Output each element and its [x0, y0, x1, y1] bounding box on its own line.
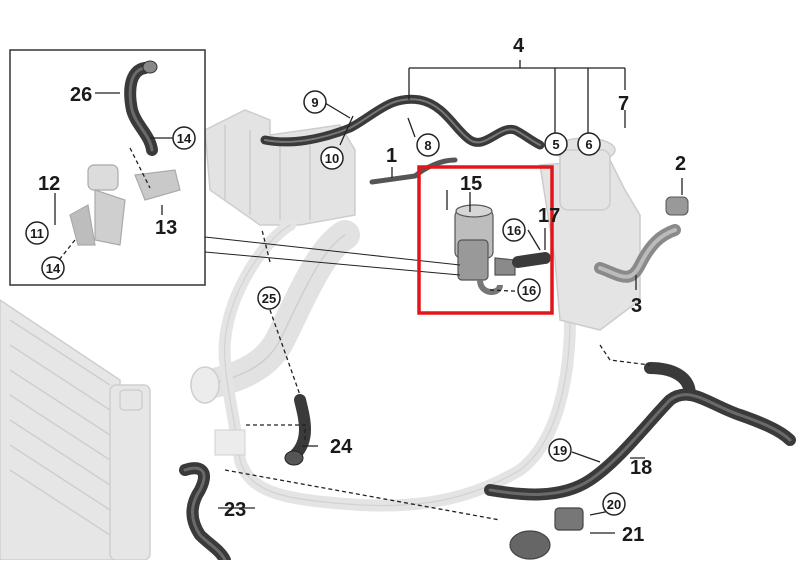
svg-text:14: 14 [46, 261, 61, 276]
callout-17: 17 [538, 205, 560, 227]
svg-text:6: 6 [585, 137, 592, 152]
callout-circle-25: 25 [257, 286, 281, 310]
hose-18 [484, 362, 796, 501]
charge-pipe-ghost [190, 220, 360, 404]
callout-circle-14-bottom: 14 [41, 256, 65, 280]
svg-text:19: 19 [553, 443, 567, 458]
svg-text:20: 20 [607, 497, 621, 512]
callout-circle-16-upper: 16 [502, 218, 526, 242]
leader-lines [54, 60, 683, 534]
hose-assembly-4 [260, 94, 545, 150]
hose-17 [512, 252, 551, 268]
callout-circle-11: 11 [25, 221, 49, 245]
callout-circle-16-lower: 16 [517, 278, 541, 302]
svg-text:8: 8 [424, 138, 431, 153]
hose-3 [594, 196, 689, 283]
callout-3: 3 [631, 295, 642, 317]
circled-callout-layer: 5 6 8 9 10 11 14 14 [25, 90, 626, 516]
hose-26 [124, 60, 158, 156]
svg-text:10: 10 [325, 151, 339, 166]
callout-circle-8: 8 [416, 133, 440, 157]
callout-21: 21 [622, 524, 644, 546]
svg-text:11: 11 [30, 226, 44, 241]
callout-18: 18 [630, 457, 652, 479]
callout-circle-5: 5 [544, 132, 568, 156]
callout-23: 23 [224, 499, 246, 521]
callout-13: 13 [155, 217, 177, 239]
svg-text:16: 16 [522, 283, 536, 298]
hose-23 [179, 462, 231, 565]
svg-text:25: 25 [262, 291, 276, 306]
svg-text:5: 5 [552, 137, 559, 152]
svg-text:14: 14 [177, 131, 192, 146]
inset-valve [69, 164, 181, 246]
hose-24 [284, 394, 311, 466]
svg-text:16: 16 [507, 223, 521, 238]
callout-26: 26 [70, 84, 92, 106]
callout-circle-14-top: 14 [172, 126, 196, 150]
callout-circle-20: 20 [602, 492, 626, 516]
callout-2: 2 [675, 153, 686, 175]
pump-21 [509, 507, 584, 560]
coolant-expansion-tank-ghost [539, 137, 641, 331]
highlight-frame [417, 165, 554, 315]
radiator-ghost [0, 299, 151, 561]
thin-pipe-ghost [214, 219, 576, 512]
callout-circle-9: 9 [303, 90, 327, 114]
svg-text:9: 9 [311, 95, 318, 110]
callout-circle-6: 6 [577, 132, 601, 156]
callout-15: 15 [460, 173, 482, 195]
pipe-1 [369, 157, 458, 185]
callout-4: 4 [513, 35, 525, 57]
callout-7: 7 [618, 93, 629, 115]
callout-24: 24 [330, 436, 353, 458]
plain-callout-layer: 4 7 1 2 3 12 13 15 17 18 21 23 24 26 [38, 35, 686, 546]
callout-circle-10: 10 [320, 146, 344, 170]
callout-circle-19: 19 [548, 438, 572, 462]
auxiliary-water-pump-15 [454, 204, 516, 295]
callout-1: 1 [386, 145, 397, 167]
callout-12: 12 [38, 173, 60, 195]
